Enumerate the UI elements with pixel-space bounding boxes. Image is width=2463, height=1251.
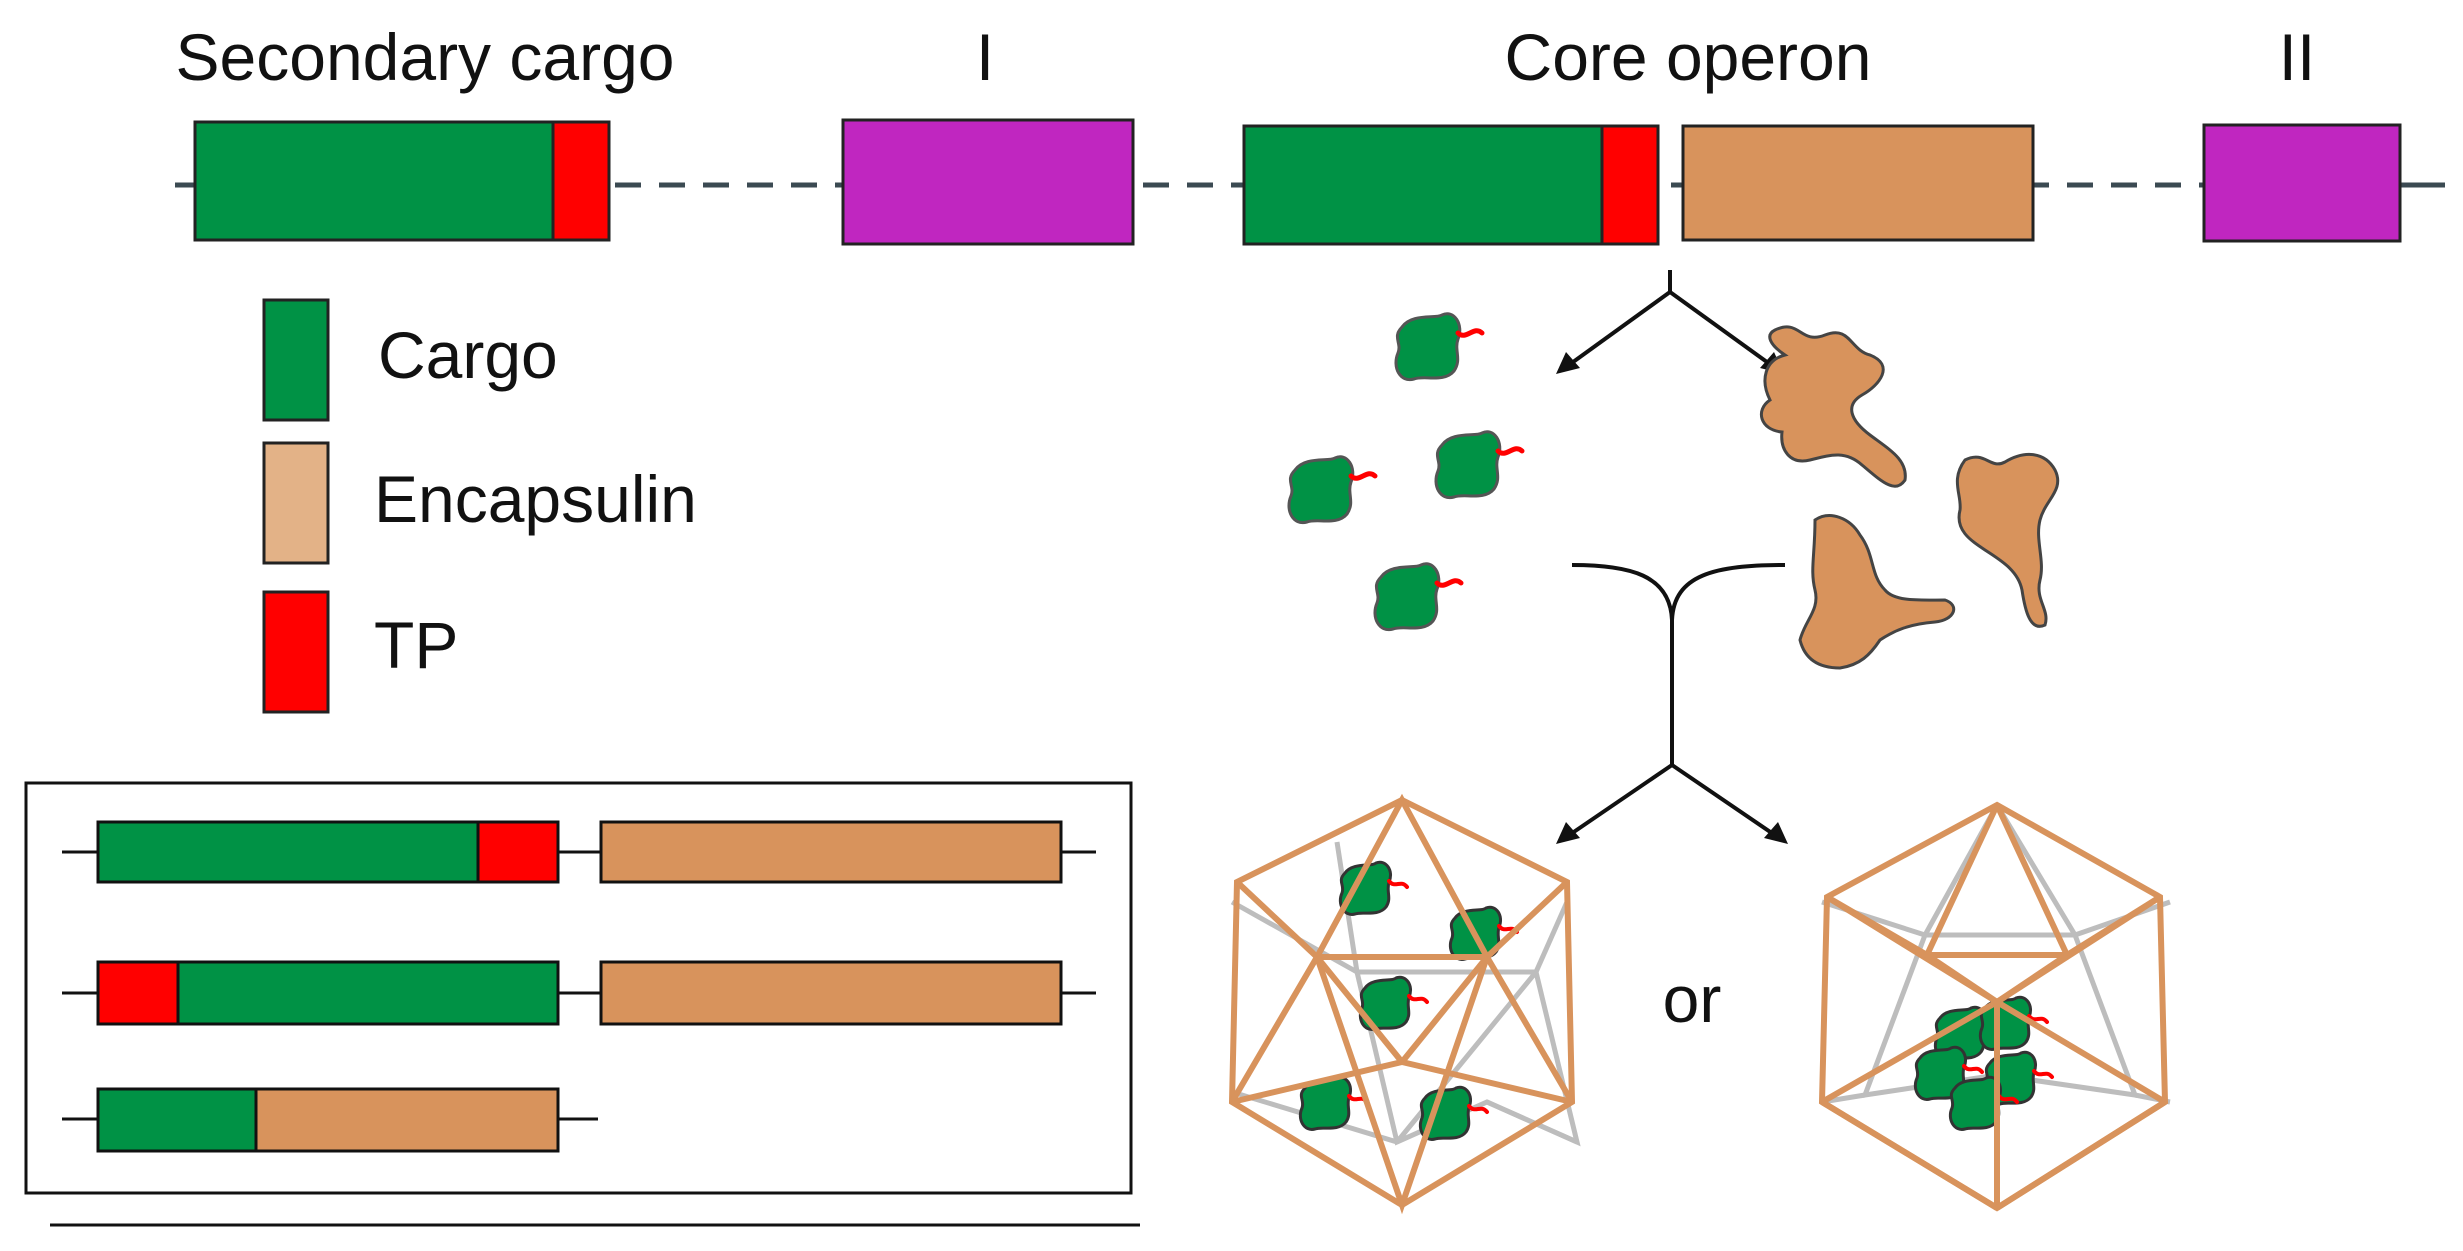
variant-2-cargo <box>176 960 560 1026</box>
genome-map: Secondary cargo I Core operon II <box>175 20 2445 246</box>
assembly-flow: or <box>1228 270 2171 1215</box>
arrowhead-cage-2 <box>1764 822 1788 844</box>
legend-cargo-swatch <box>262 298 330 422</box>
merge-bracket <box>1571 563 1786 621</box>
variant-1-tp <box>476 820 560 884</box>
arrowhead-cargo <box>1556 352 1580 374</box>
variant-row-3 <box>62 1087 598 1153</box>
core-tp <box>1600 124 1660 246</box>
secondary-cargo-label: Secondary cargo <box>176 20 675 94</box>
variant-2-encapsulin <box>599 960 1063 1026</box>
variant-1-encapsulin <box>599 820 1063 884</box>
cargo-protein <box>1289 457 1375 523</box>
encapsulin-cage-distributed <box>1228 793 1581 1215</box>
core-operon-label: Core operon <box>1505 20 1872 94</box>
encapsulin-protomer <box>1798 514 1956 670</box>
region-i-label: I <box>976 20 994 94</box>
region-ii-label: II <box>2279 20 2316 94</box>
legend-tp-swatch <box>262 590 330 714</box>
legend-tp-label: TP <box>374 608 458 682</box>
or-label: or <box>1663 962 1722 1036</box>
variant-row-2 <box>62 960 1096 1026</box>
cage-1-front-edges <box>1228 793 1576 1215</box>
legend-encapsulin-label: Encapsulin <box>374 462 697 536</box>
encapsulin-protomer <box>1955 452 2060 628</box>
encapsulin-cage-clustered <box>1818 801 2171 1212</box>
variant-3-cargo <box>96 1087 258 1153</box>
core-encapsulin-gene <box>1681 124 2035 242</box>
variant-1-cargo <box>96 820 480 884</box>
variants-frame <box>24 781 1133 1195</box>
caged-cargo <box>1338 860 1409 917</box>
arrow-to-encapsulin <box>1668 290 1780 372</box>
encapsulin-protomers <box>1759 325 2060 670</box>
legend: Cargo Encapsulin TP <box>262 298 697 714</box>
arrow-to-cargo <box>1560 290 1672 372</box>
arrow-to-cage-1 <box>1560 763 1674 842</box>
encapsulin-protomer <box>1759 325 1907 488</box>
region-ii-gene <box>2202 123 2402 243</box>
operon-variants-box <box>24 781 1140 1227</box>
secondary-cargo-gene <box>193 120 555 242</box>
cage-2-cargo-cluster <box>1913 995 2054 1132</box>
variant-row-1 <box>62 820 1096 884</box>
free-cargo-proteins <box>1289 314 1522 630</box>
legend-encapsulin-swatch <box>262 441 330 565</box>
secondary-cargo-tp <box>551 120 611 242</box>
variant-2-tp <box>96 960 180 1026</box>
variant-3-encapsulin <box>254 1087 560 1153</box>
legend-cargo-label: Cargo <box>378 318 558 392</box>
cargo-protein <box>1375 564 1461 630</box>
cargo-protein <box>1396 314 1482 380</box>
arrowhead-cage-1 <box>1556 822 1580 844</box>
core-cargo-gene <box>1242 124 1604 246</box>
cage-2-front-edges <box>1818 801 2169 1212</box>
arrow-to-cage-2 <box>1670 763 1784 842</box>
region-i-gene <box>841 118 1135 246</box>
cargo-protein <box>1436 432 1522 498</box>
